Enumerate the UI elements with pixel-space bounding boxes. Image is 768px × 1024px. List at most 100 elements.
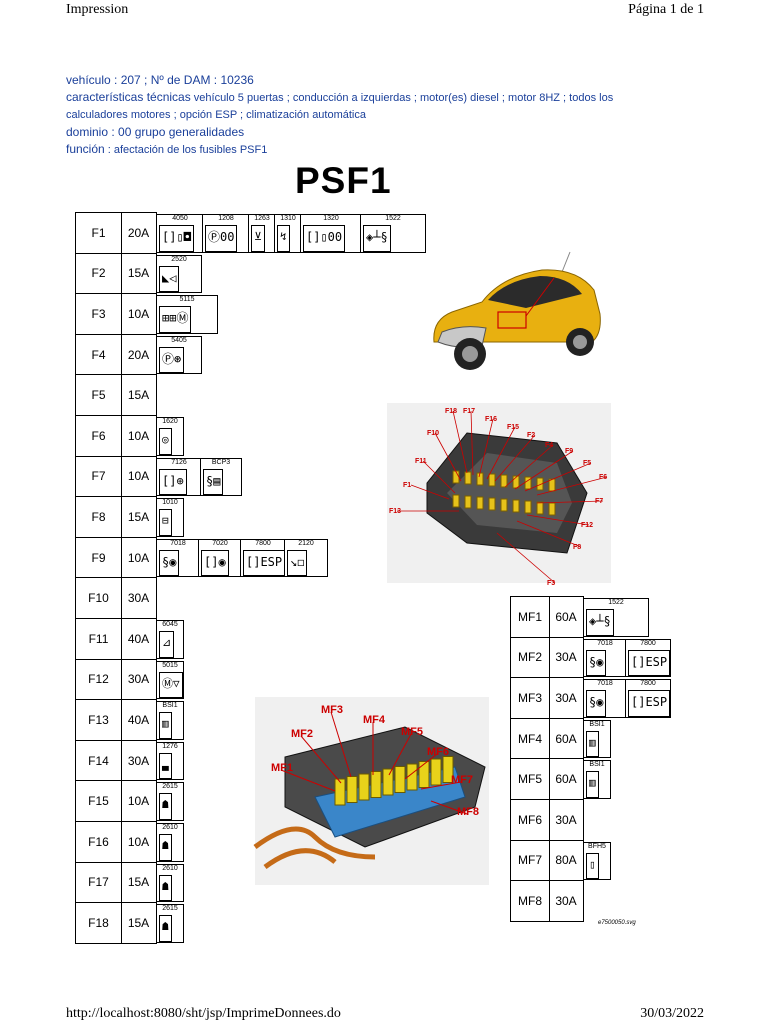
psf1-fuse-slot <box>452 494 460 508</box>
consumer-symbol-icon: ▥ <box>159 712 172 739</box>
consumer-symbol-icon: ☗ <box>159 834 172 861</box>
psf1-fuse-slot <box>464 495 472 509</box>
consumer-bfh5: BFH5▯ <box>583 841 611 881</box>
consumer-1522: 1522◈┴§ <box>583 598 649 637</box>
consumer-symbol-icon: §◉ <box>586 649 607 677</box>
consumer-code: 1522 <box>608 599 624 606</box>
fuse-id: MF4 <box>511 718 550 759</box>
consumer-code: 1320 <box>323 215 339 222</box>
consumer-code: 2520 <box>171 255 187 263</box>
consumer-1620: 1620◎ <box>156 417 184 456</box>
fuse-id: MF6 <box>511 800 550 840</box>
fuse-amperage: 30A <box>549 637 584 678</box>
psf1-callout-label: F16 <box>485 416 497 423</box>
fuse-amperage: 80A <box>549 840 584 881</box>
maxi-fuse-callout-label: MF4 <box>363 714 386 726</box>
consumer-bsi1: BSI1▥ <box>156 701 184 740</box>
consumer-symbol-icon: §▤ <box>203 468 224 496</box>
consumer-code: 5015 <box>162 661 178 669</box>
consumer-2120: 2120↘◻ <box>284 538 328 578</box>
consumer-2615: 2615 ☗ <box>156 904 184 943</box>
maxi-fuse-callout-line <box>280 769 336 792</box>
psf1-callout-label: F3 <box>547 580 555 587</box>
consumer-7800: 7800[]ESP <box>625 638 671 678</box>
fuse-amperage: 10A <box>121 537 157 578</box>
fuse-amperage: 60A <box>549 759 584 799</box>
consumer-bsi1: BSI1▥ <box>583 760 611 799</box>
psf1-fuse-slot <box>524 500 532 514</box>
psf1-callout-line <box>516 520 582 548</box>
psf1-fuse-slots <box>452 470 556 516</box>
consumer-1320: 1320[]▯00 <box>300 214 362 253</box>
consumer-symbol-icon: Ⓜ▽ <box>159 671 183 699</box>
consumer-symbol-icon: ▯ <box>586 852 599 880</box>
fuse-amperage: 60A <box>549 597 584 637</box>
psf1-fuse-slot <box>536 501 544 515</box>
fuse-id: MF7 <box>511 840 550 881</box>
psf1-callout-line <box>494 434 536 482</box>
psf1-callout-line <box>478 418 494 478</box>
psf1-callout-line <box>470 410 474 476</box>
psf1-callout-line <box>514 450 574 490</box>
maxi-fuse-callout-label: MF2 <box>291 728 313 740</box>
maxi-fuse-callout-label: MF6 <box>427 746 449 758</box>
consumer-code: 7020 <box>212 539 228 547</box>
fuse-id: F8 <box>76 497 122 537</box>
psf1-callout-line <box>486 426 516 480</box>
figure-caption: e7500050.svg <box>598 920 636 926</box>
psf1-callout-label: F4 <box>545 442 553 449</box>
meta-vehicle: vehículo : 207 ; Nº de DAM : 10236 <box>66 73 254 87</box>
consumer-symbol-icon: ▥ <box>586 730 599 758</box>
consumer-code: 2610 <box>162 824 178 831</box>
print-footer-url: http://localhost:8080/sht/jsp/ImprimeDon… <box>66 1006 341 1021</box>
psf1-callout-line <box>434 432 462 482</box>
fuse-id: F2 <box>76 253 122 294</box>
consumer-code: 1276 <box>162 742 178 750</box>
fuse-id: F6 <box>76 416 122 456</box>
psf1-fuse-slot <box>452 470 460 484</box>
document-metadata: vehículo : 207 ; Nº de DAM : 10236 carac… <box>66 72 706 159</box>
psf1-fuse-slot <box>548 502 556 516</box>
maxi-fuse-slot <box>418 761 430 788</box>
fuse-amperage: 30A <box>549 800 584 840</box>
consumer-bsi1: BSI1▥ <box>583 719 611 759</box>
consumer-1310: 1310↯ <box>274 214 302 253</box>
print-footer-date: 30/03/2022 <box>640 1006 704 1021</box>
maxi-fuse-callout-label: MF3 <box>321 704 343 716</box>
consumer-code: 2615 <box>162 905 178 913</box>
consumer-symbol-icon: ↯ <box>277 225 290 252</box>
consumer-symbol-icon: []◉ <box>201 549 229 577</box>
meta-domain: dominio : 00 grupo generalidades <box>66 125 245 139</box>
consumer-code: 6045 <box>162 621 178 628</box>
psf1-callout-line <box>410 484 450 500</box>
maxi-fuse-slot <box>382 768 394 796</box>
consumer-symbol-icon: ◣◁ <box>159 265 180 293</box>
consumer-symbol-icon: ☗ <box>159 915 172 942</box>
consumer-6045: 6045⊿ <box>156 620 184 659</box>
maxi-fuse-callout-line <box>300 735 342 784</box>
fuse-amperage: 10A <box>121 456 157 497</box>
fuse-id: F18 <box>76 903 122 943</box>
consumer-2610: 2610 ☗ <box>156 823 184 862</box>
fuse-amperage: 10A <box>121 781 157 821</box>
consumer-symbol-icon: §◉ <box>159 549 180 577</box>
fuse-amperage: 10A <box>121 294 157 334</box>
fuse-id: F3 <box>76 294 122 334</box>
